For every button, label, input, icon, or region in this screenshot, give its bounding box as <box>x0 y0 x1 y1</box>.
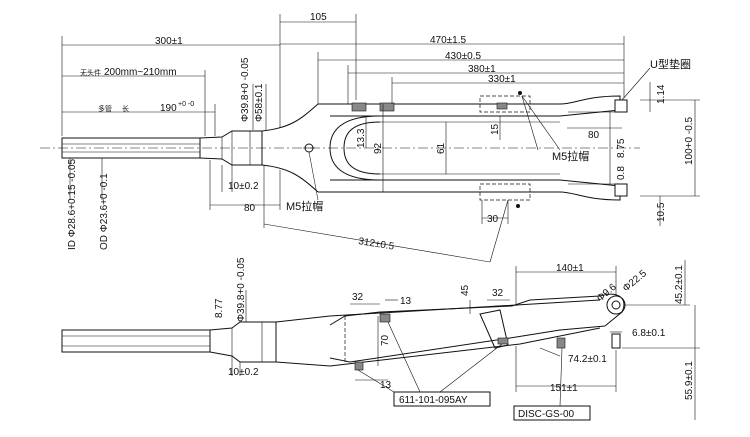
dim-45-2: 45.2±0.1 <box>674 265 685 304</box>
dim-74-2: 74.2±0.1 <box>568 354 607 365</box>
dim-61: 61 <box>436 142 447 154</box>
side-view: 140±1 45.2±0.1 Φ22.5 Φ9.6 45 32 32 13 70… <box>61 257 700 421</box>
lower-leg-outline <box>318 179 621 201</box>
dim-45: 45 <box>460 284 471 296</box>
dim-70: 70 <box>380 334 391 346</box>
dim-32-right: 32 <box>492 288 504 299</box>
dim-32-left: 32 <box>352 292 364 303</box>
label-m5-rivet-left: M5拉帽 <box>286 199 323 213</box>
dim-55-9: 55.9±0.1 <box>684 361 695 400</box>
side-steerer-outline <box>61 329 211 353</box>
dim-312: 312±0.5 <box>358 236 396 253</box>
dim-d39-8-side: Φ39.8+0 -0.05 <box>236 257 247 322</box>
dim-190: 190 <box>160 103 177 114</box>
dim-430: 430±0.5 <box>445 51 482 62</box>
dim-13-bottom: 13 <box>380 380 392 391</box>
dim-80-left: 80 <box>244 203 256 214</box>
dim-6-8: 6.8±0.1 <box>632 328 666 339</box>
dim-10-5: 10.5 <box>656 202 667 222</box>
dim-10-side: 10±0.2 <box>228 367 259 378</box>
top-view: 105 300±1 470±1.5 430±0.5 380±1 330±1 无头… <box>40 12 700 263</box>
dim-470: 470±1.5 <box>430 35 467 46</box>
callout-box-part-b <box>513 405 591 421</box>
dim-d58: Φ58±0.1 <box>254 83 265 122</box>
dim-140: 140±1 <box>556 263 584 274</box>
dim-10-top: 10±0.2 <box>228 181 259 192</box>
dim-380: 380±1 <box>468 64 496 75</box>
dim-1-14: 1.14 <box>656 84 667 104</box>
dim-151: 151±1 <box>550 383 578 394</box>
dim-100: 100+0 -0.5 <box>684 116 695 165</box>
label-u-washer: U型垫圈 <box>650 57 691 71</box>
dim-13-3: 13.3 <box>356 128 367 148</box>
label-m5-rivet-right: M5拉帽 <box>552 149 589 163</box>
label-small-left-1: 无头件 <box>80 68 101 77</box>
dim-105: 105 <box>310 12 327 23</box>
dim-300: 300±1 <box>155 36 183 47</box>
dim-30: 30 <box>487 214 499 225</box>
dropout-top <box>614 99 628 113</box>
dropout-bottom <box>614 183 628 197</box>
callout-part-a: 611-101-095AY <box>399 395 468 406</box>
callout-box-part-a <box>393 391 491 407</box>
dim-92: 92 <box>373 142 384 154</box>
dim-190-tol: +0 -0 <box>178 101 194 108</box>
callout-part-b: DISC-GS-00 <box>518 409 575 420</box>
dim-od: OD Φ23.6+0 -0.1 <box>99 173 110 250</box>
dim-200-210: 200mm~210mm <box>104 67 177 78</box>
dim-330: 330±1 <box>488 74 516 85</box>
dim-d39-8-top: Φ39.8+0 -0.05 <box>240 57 251 122</box>
dim-15: 15 <box>490 123 501 135</box>
dim-8-77: 8.77 <box>214 298 225 318</box>
dim-13-top: 13 <box>400 296 412 307</box>
dim-id: ID Φ28.6+0.15 -0.05 <box>67 158 78 250</box>
label-small-left-3: 长 <box>122 104 129 113</box>
dim-80-right: 80 <box>588 130 600 141</box>
dim-d22-5: Φ22.5 <box>621 268 649 294</box>
dim-8-75: 8.75 <box>616 138 627 158</box>
label-small-left-2: 多管 <box>98 104 112 113</box>
dim-0-8: 0.8 <box>616 166 627 180</box>
